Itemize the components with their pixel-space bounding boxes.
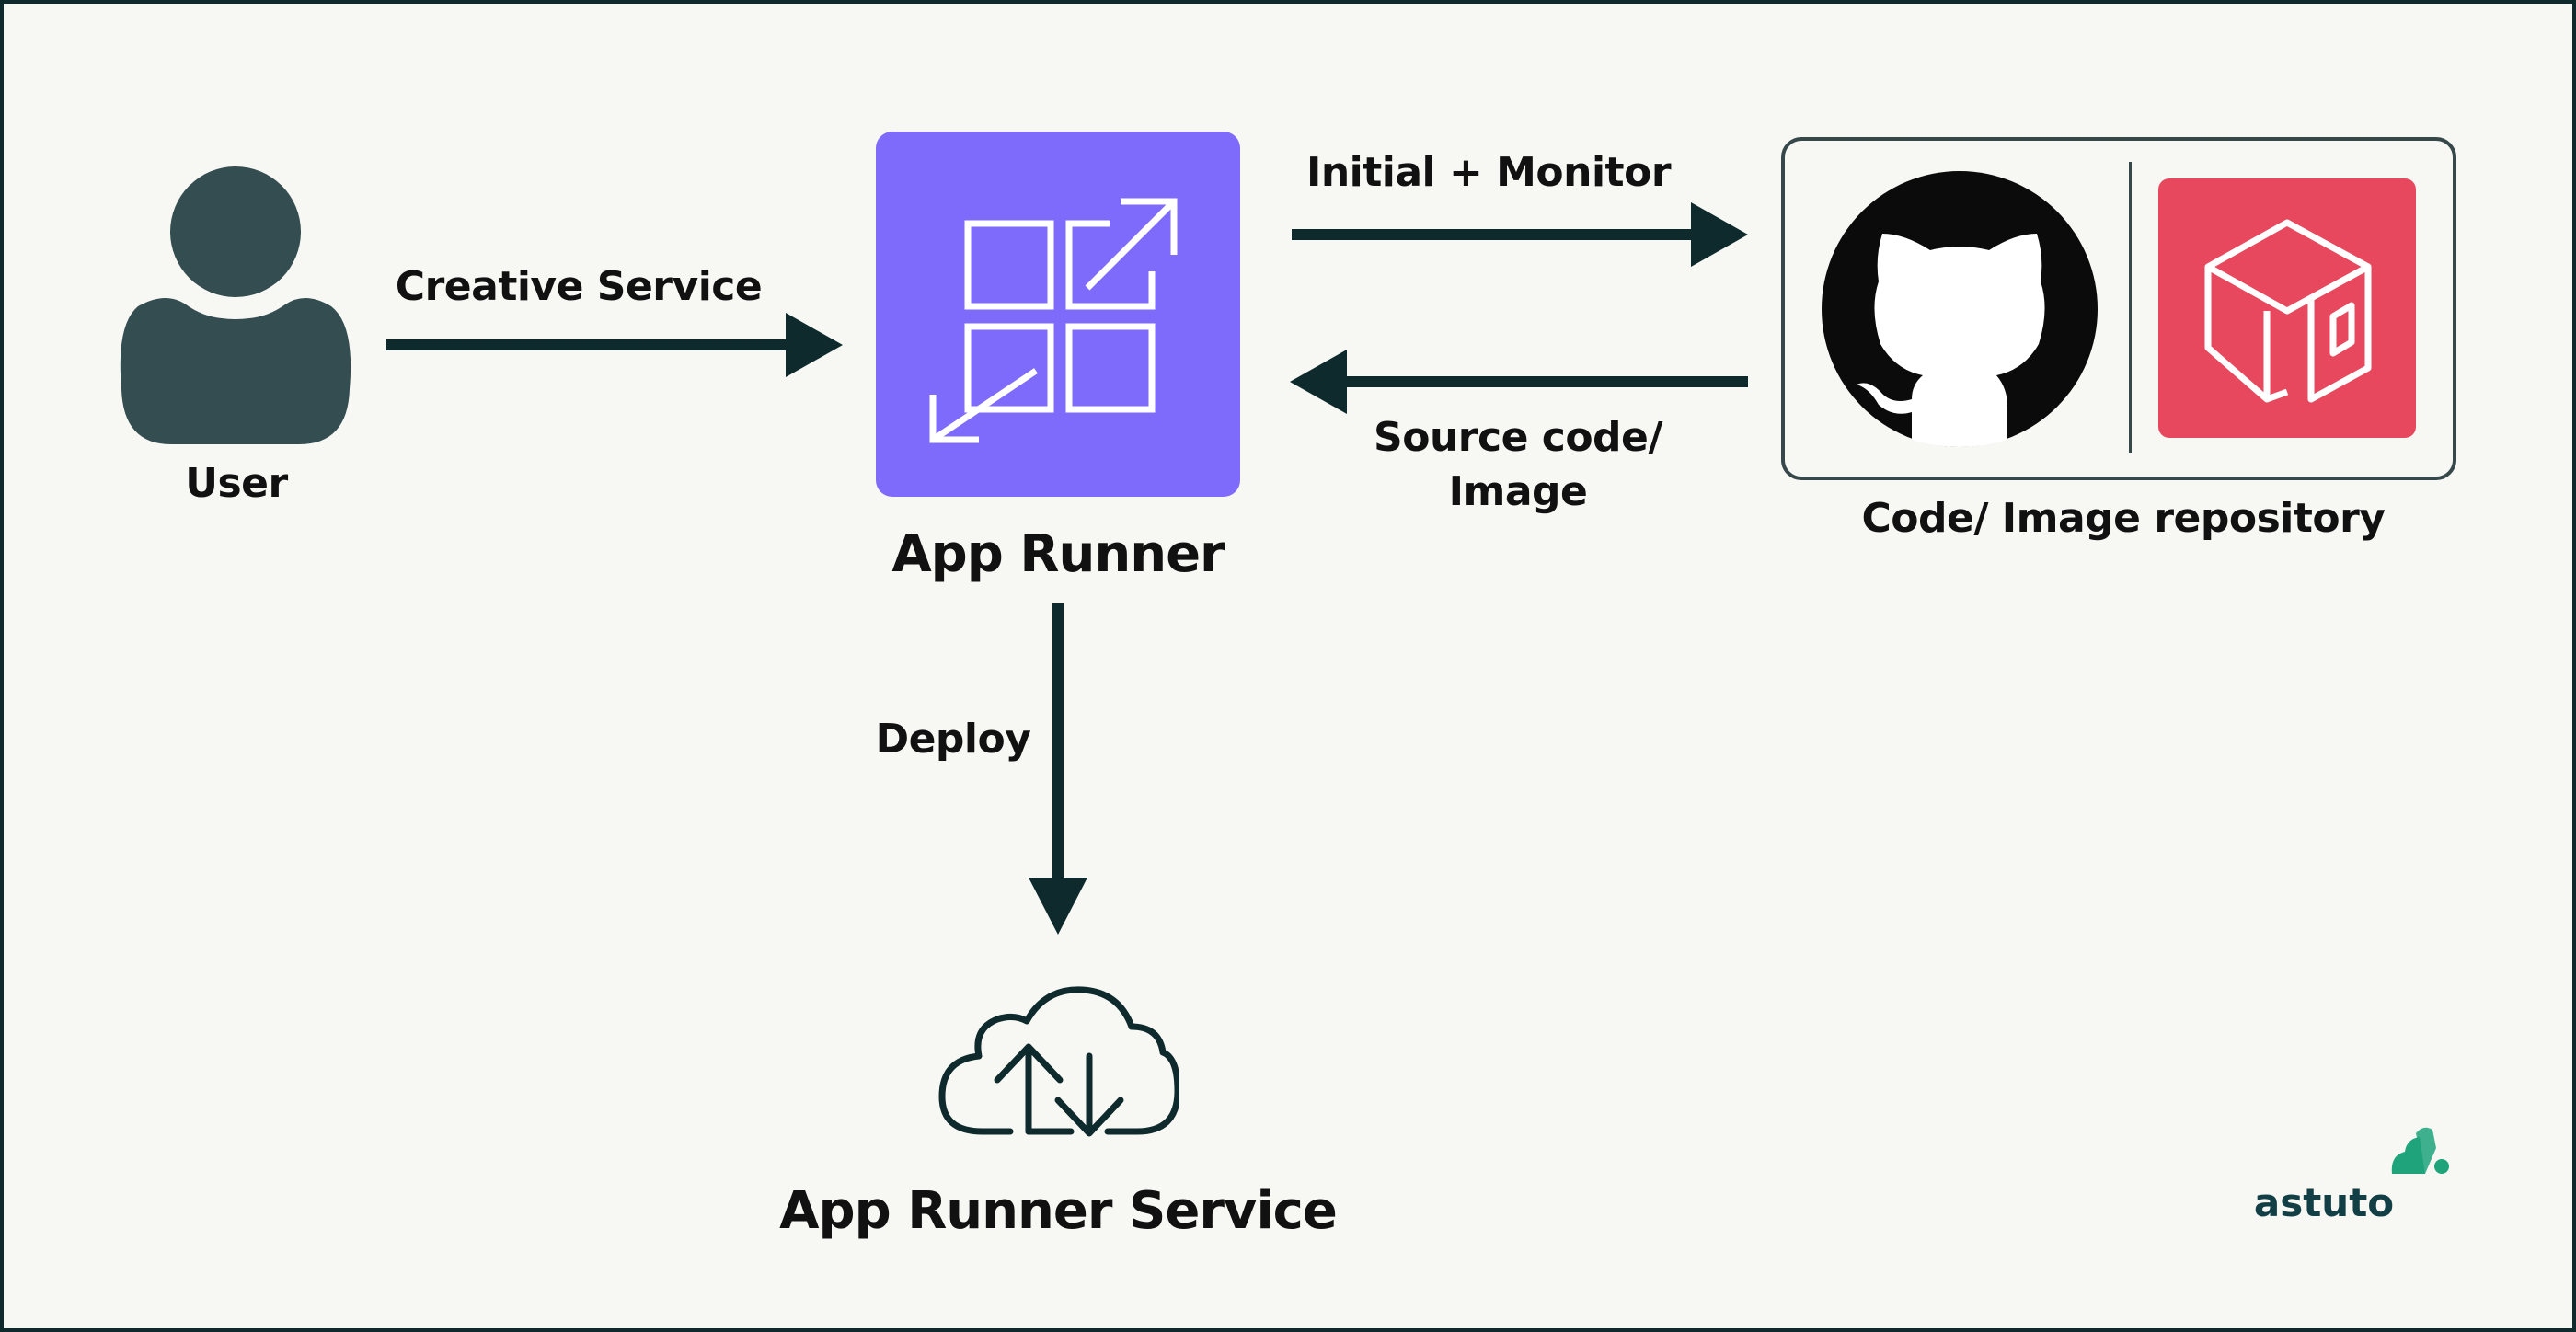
person-icon: [120, 166, 351, 444]
app-runner-icon: [929, 198, 1178, 443]
source-code-label-line2: Image: [1448, 468, 1588, 515]
source-code-label-line1: Source code/: [1374, 414, 1662, 461]
astuto-logo-icon: [2391, 1127, 2449, 1174]
source-code-arrow: [1290, 350, 1748, 414]
app-runner-tile: [876, 132, 1240, 497]
repository-box: [1781, 137, 2456, 480]
ecr-tile: [2158, 178, 2416, 438]
cloud-sync-icon: [938, 986, 1179, 1137]
create-service-arrow: [386, 313, 843, 377]
app-runner-service-label: App Runner Service: [779, 1181, 1338, 1241]
initial-monitor-label: Initial + Monitor: [1305, 149, 1672, 196]
app-runner-label: App Runner: [891, 524, 1225, 584]
deploy-arrow: [1029, 603, 1087, 935]
github-icon: [1822, 171, 2098, 447]
create-service-label: Creative Service: [395, 263, 763, 310]
repository-divider: [2129, 162, 2132, 453]
deploy-label: Deploy: [875, 716, 1031, 763]
repository-label: Code/ Image repository: [1861, 495, 2386, 542]
brand-name: astuto: [2253, 1180, 2395, 1225]
initial-monitor-arrow: [1292, 202, 1748, 267]
ecr-icon: [2204, 219, 2372, 403]
user-label: User: [185, 460, 288, 507]
